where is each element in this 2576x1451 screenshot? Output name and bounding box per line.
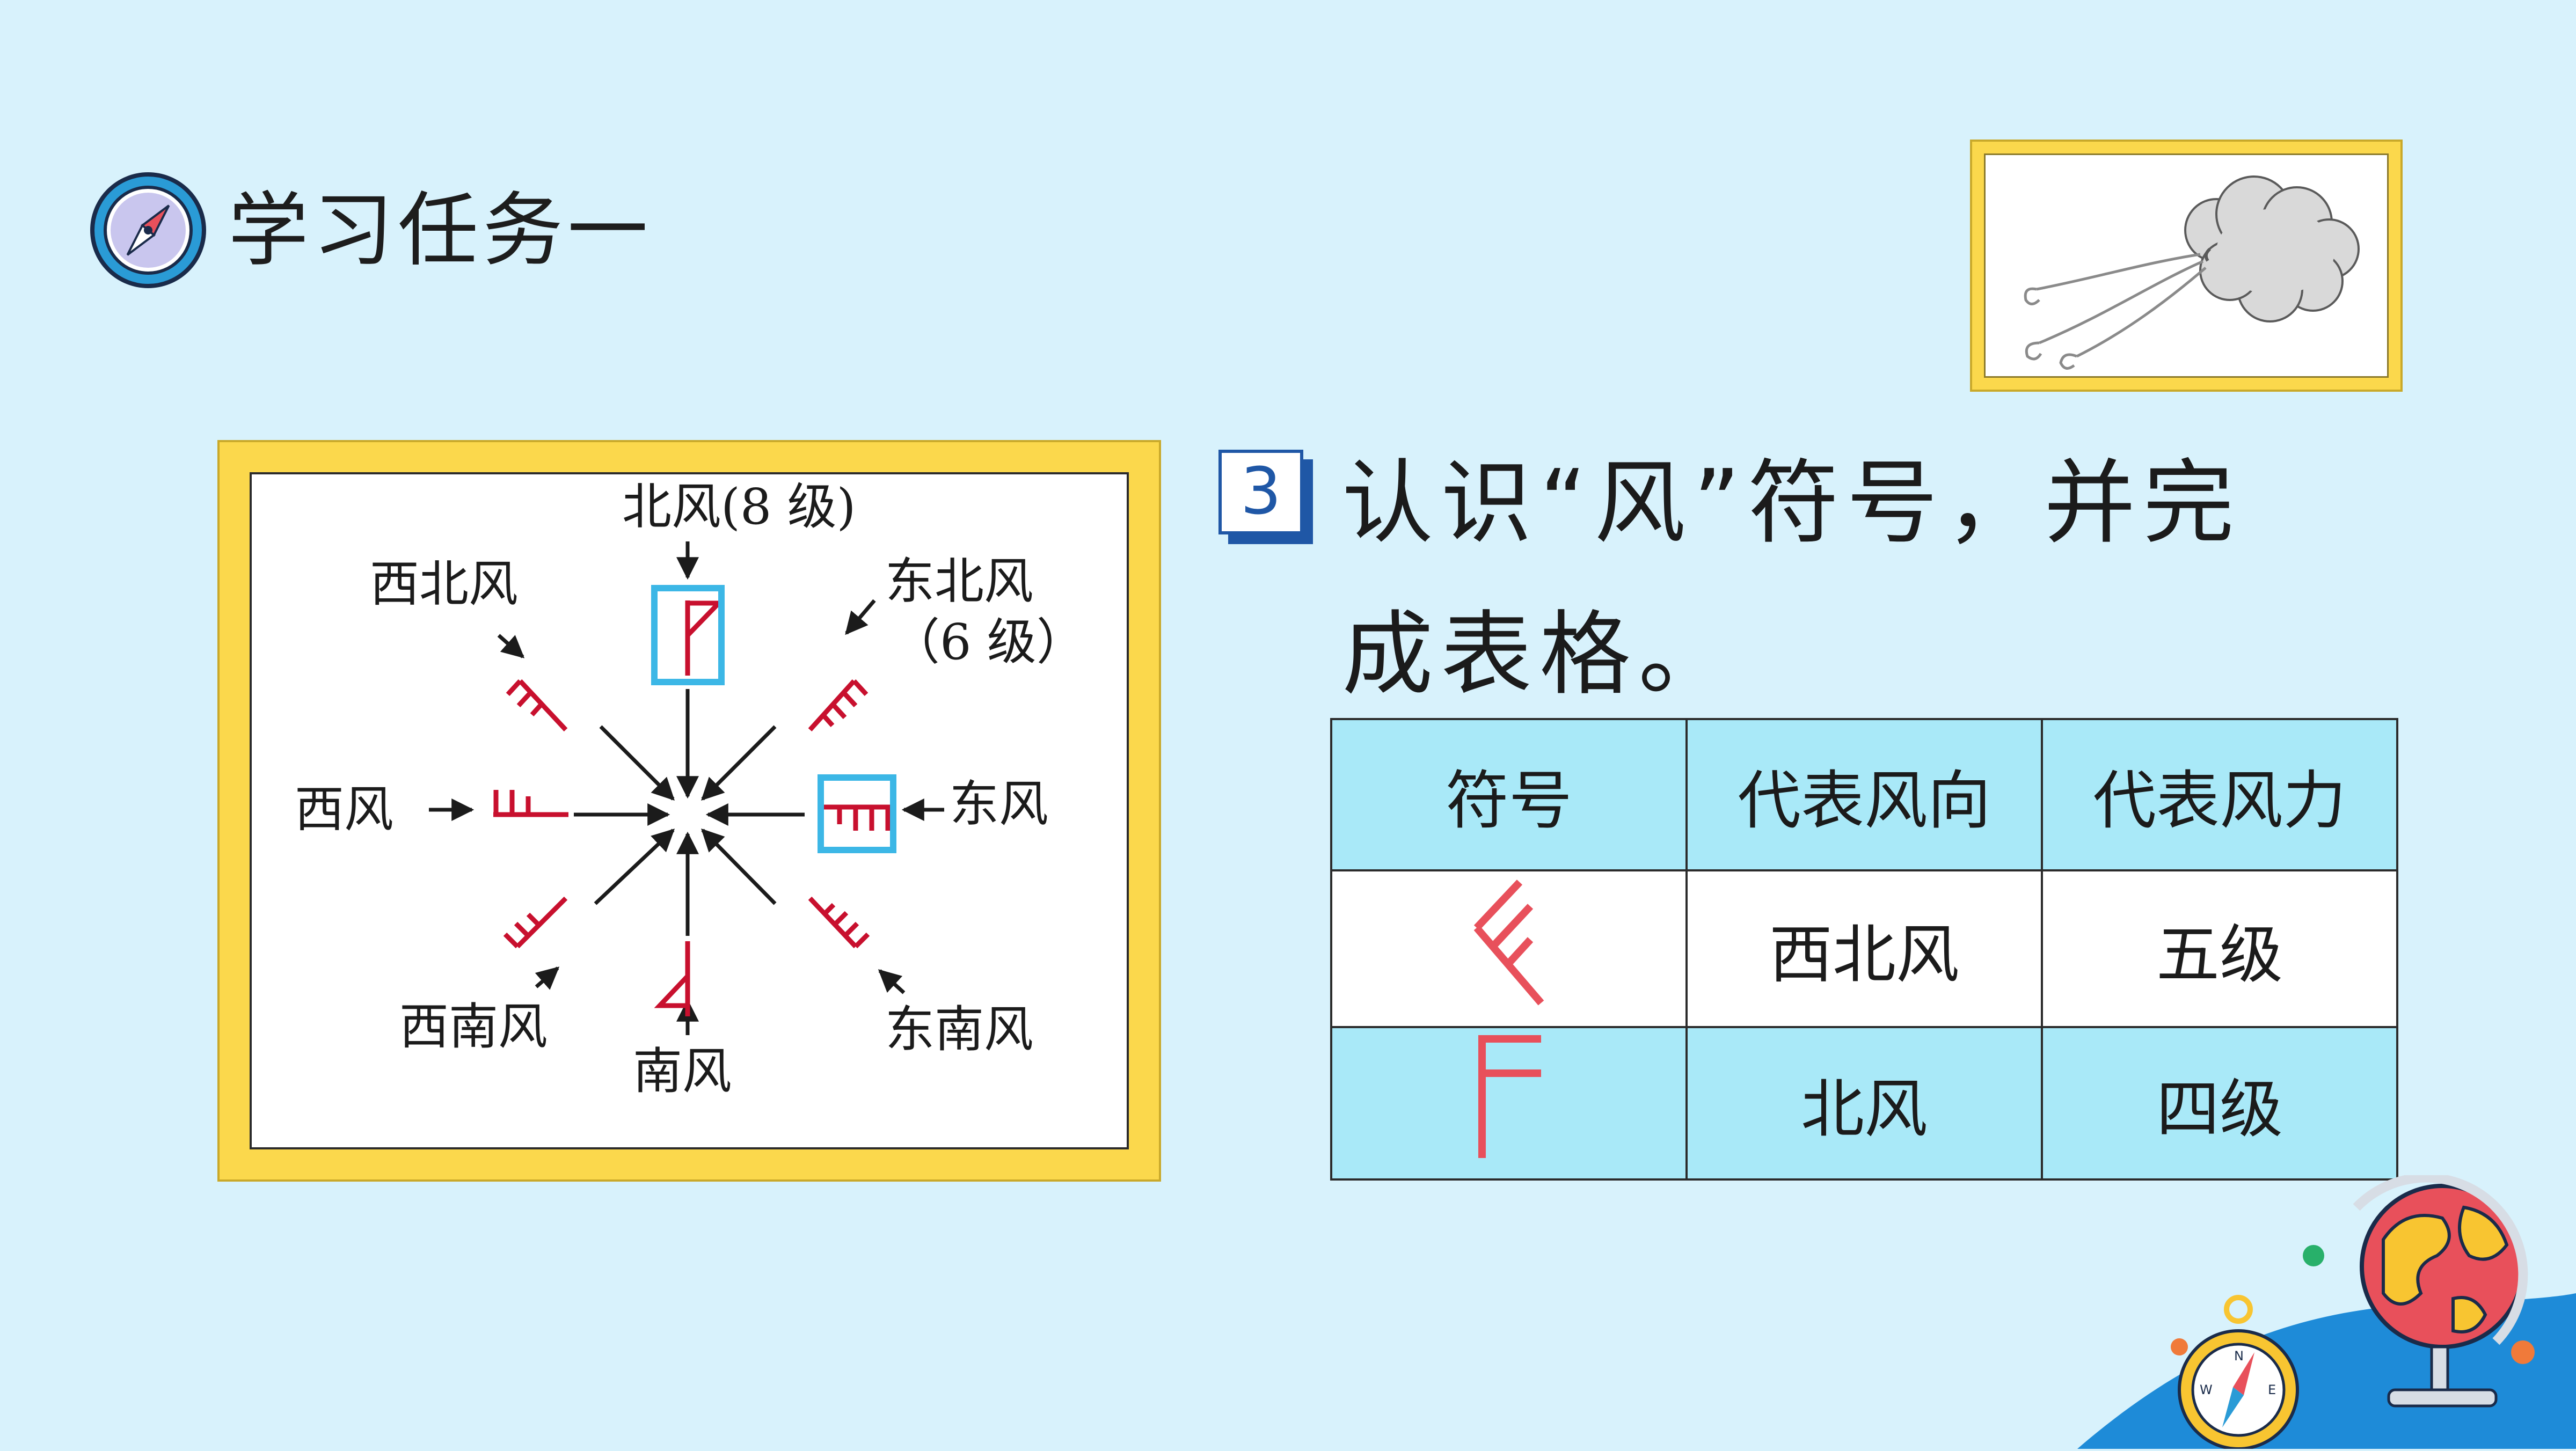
svg-text:N: N <box>2234 1349 2244 1364</box>
task-instruction-line2: 成表格。 <box>1342 602 1738 708</box>
svg-text:W: W <box>2200 1382 2213 1397</box>
label-east: 东风 <box>950 775 1049 833</box>
globe-icon <box>2353 1172 2528 1408</box>
symbol-cell <box>1330 1026 1688 1181</box>
direction-cell: 北风 <box>1685 1026 2043 1181</box>
label-northeast: 东北风 <box>885 553 1034 610</box>
highlight-boxes <box>651 585 896 853</box>
wind-symbol-north-level4-icon <box>1478 1035 1541 1158</box>
label-northwest: 西北风 <box>370 555 519 613</box>
wind-symbols <box>493 600 891 1016</box>
page-title: 学习任务一 <box>228 184 653 277</box>
task-instruction-line1: 认识“风”符号，并完 <box>1342 450 2242 556</box>
label-south: 南风 <box>633 1043 732 1100</box>
pocket-compass-icon: N W E <box>2178 1295 2299 1450</box>
wind-symbol-northwest-level5-icon <box>1473 880 1544 1006</box>
table-row: 西北风 五级 <box>1330 869 2398 1028</box>
wind-picture-frame <box>1970 140 2403 392</box>
label-southeast: 东南风 <box>885 1001 1034 1058</box>
header-symbol: 符号 <box>1330 718 1688 871</box>
header-force: 代表风力 <box>2041 718 2398 871</box>
task-number-badge: 3 <box>1218 450 1313 544</box>
symbol-cell <box>1330 869 1688 1028</box>
label-northeast-level: （6 级） <box>891 613 1086 671</box>
corner-decoration: N W E <box>2077 1172 2576 1450</box>
table-row: 北风 四级 <box>1330 1026 2398 1181</box>
label-west: 西风 <box>295 781 394 838</box>
svg-text:E: E <box>2268 1382 2276 1397</box>
force-cell: 四级 <box>2041 1026 2398 1181</box>
table-header-row: 符号 代表风向 代表风力 <box>1330 718 2398 871</box>
wind-arrows-diagram <box>429 541 944 1035</box>
compass-icon <box>89 171 207 289</box>
force-cell: 五级 <box>2041 869 2398 1028</box>
label-southwest: 西南风 <box>399 998 548 1056</box>
label-north: 北风(8 级) <box>622 478 856 536</box>
blowing-cloud-icon <box>2024 175 2360 370</box>
header-direction: 代表风向 <box>1685 718 2043 871</box>
wind-table: 符号 代表风向 代表风力 西北风 五级 <box>1330 718 2398 1181</box>
diagram-canvas: 北风(8 级) 西北风 东北风 （6 级） 西风 东风 西南风 东南风 南风 <box>250 472 1129 1149</box>
direction-cell: 西北风 <box>1685 869 2043 1028</box>
wind-symbol-diagram: 北风(8 级) 西北风 东北风 （6 级） 西风 东风 西南风 东南风 南风 <box>217 440 1161 1182</box>
task-number: 3 <box>1218 450 1303 534</box>
